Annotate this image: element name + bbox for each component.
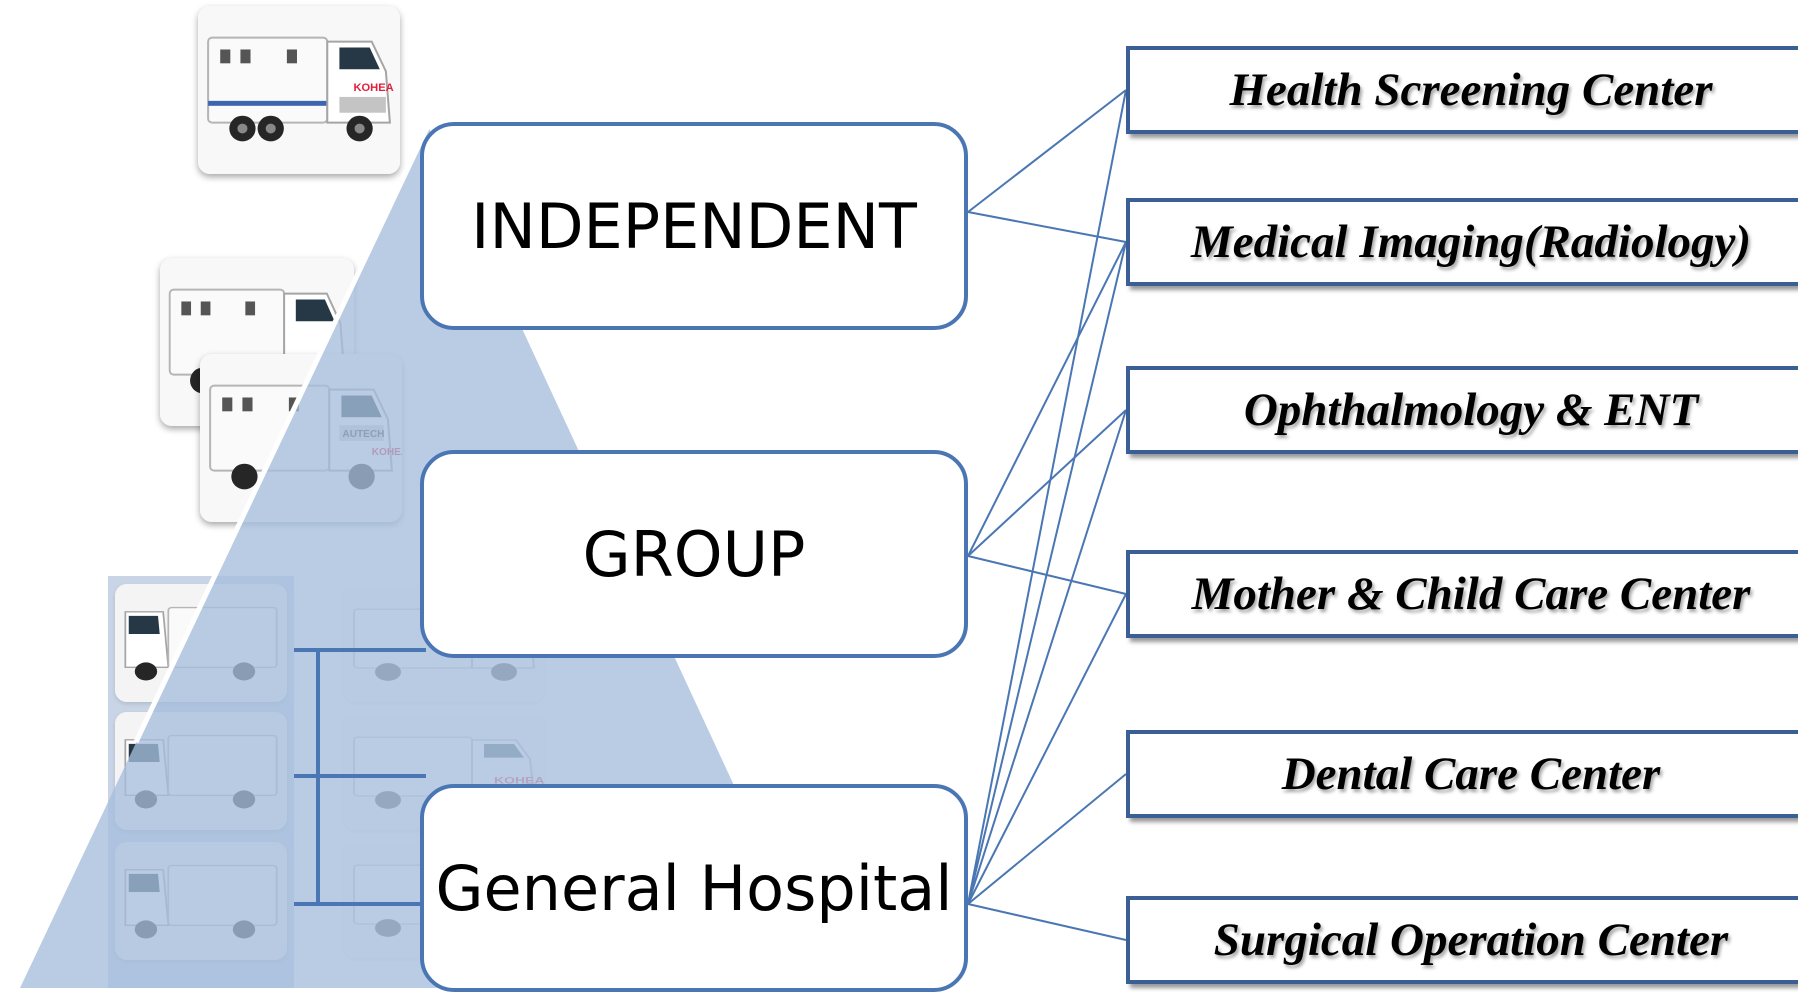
tier-independent-label: INDEPENDENT (471, 189, 917, 263)
connection-line (967, 211, 1127, 243)
tier-group-label: GROUP (582, 517, 806, 591)
tier-independent: INDEPENDENT (420, 122, 968, 330)
service-medical-imaging: Medical Imaging(Radiology) (1126, 198, 1798, 286)
connection-line (967, 409, 1127, 905)
service-dental: Dental Care Center (1126, 730, 1798, 818)
tier-general-hospital: General Hospital (420, 784, 968, 992)
tier-group: GROUP (420, 450, 968, 658)
service-mother-child-label: Mother & Child Care Center (1191, 568, 1751, 620)
service-medical-imaging-label: Medical Imaging(Radiology) (1190, 216, 1752, 268)
service-health-screening: Health Screening Center (1126, 46, 1798, 134)
service-surgical-label: Surgical Operation Center (1213, 914, 1729, 966)
connection-line (967, 409, 1127, 557)
tier-general-hospital-label: General Hospital (435, 851, 953, 925)
service-surgical: Surgical Operation Center (1126, 896, 1798, 984)
connection-line (967, 89, 1127, 213)
service-mother-child: Mother & Child Care Center (1126, 550, 1798, 638)
connection-line (967, 241, 1127, 905)
service-ophthalmology-ent-label: Ophthalmology & ENT (1243, 384, 1699, 436)
connection-line (967, 593, 1127, 905)
connection-line (967, 89, 1127, 905)
connection-line (967, 903, 1127, 941)
connection-line (967, 773, 1127, 905)
svg-text:KOHEA: KOHEA (354, 82, 394, 94)
service-ophthalmology-ent: Ophthalmology & ENT (1126, 366, 1798, 454)
connection-line (967, 241, 1127, 557)
service-health-screening-label: Health Screening Center (1229, 64, 1713, 116)
service-dental-label: Dental Care Center (1281, 748, 1661, 800)
